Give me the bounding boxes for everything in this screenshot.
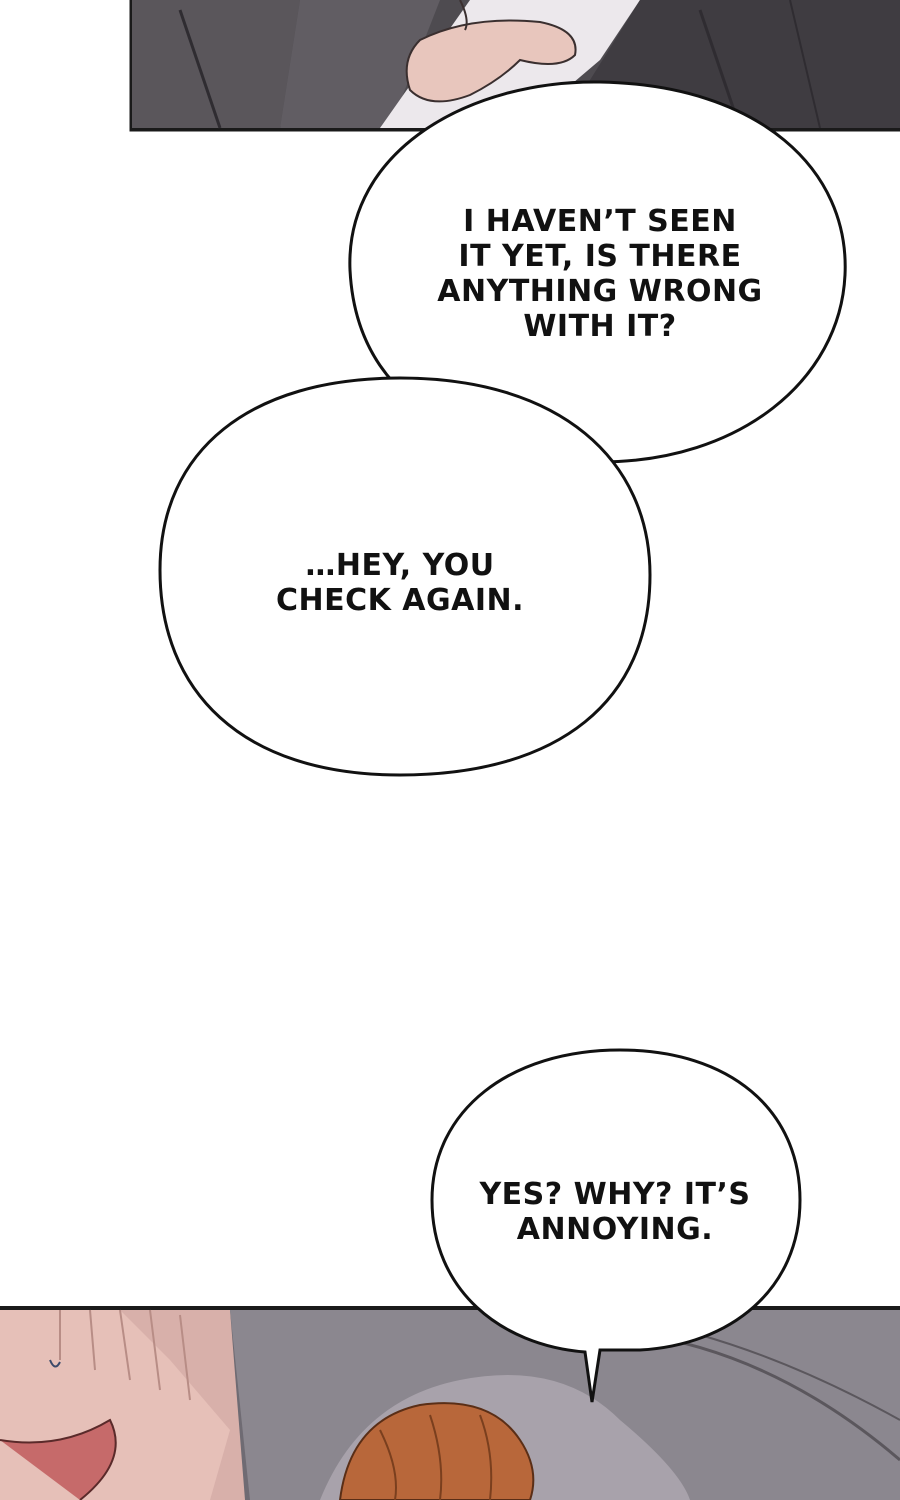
top-panel (129, 0, 900, 132)
speech-bubble-2 (158, 376, 652, 777)
bottom-panel (0, 1306, 900, 1500)
speech-bubble-3 (430, 1048, 802, 1403)
bubble-1-text: I HAVEN’T SEEN IT YET, IS THERE ANYTHING… (437, 204, 763, 344)
hand-shape (405, 19, 577, 103)
bubble-3-text: YES? WHY? IT’S ANNOYING. (479, 1177, 751, 1247)
bubble-2-text: …HEY, YOU CHECK AGAIN. (275, 548, 525, 618)
